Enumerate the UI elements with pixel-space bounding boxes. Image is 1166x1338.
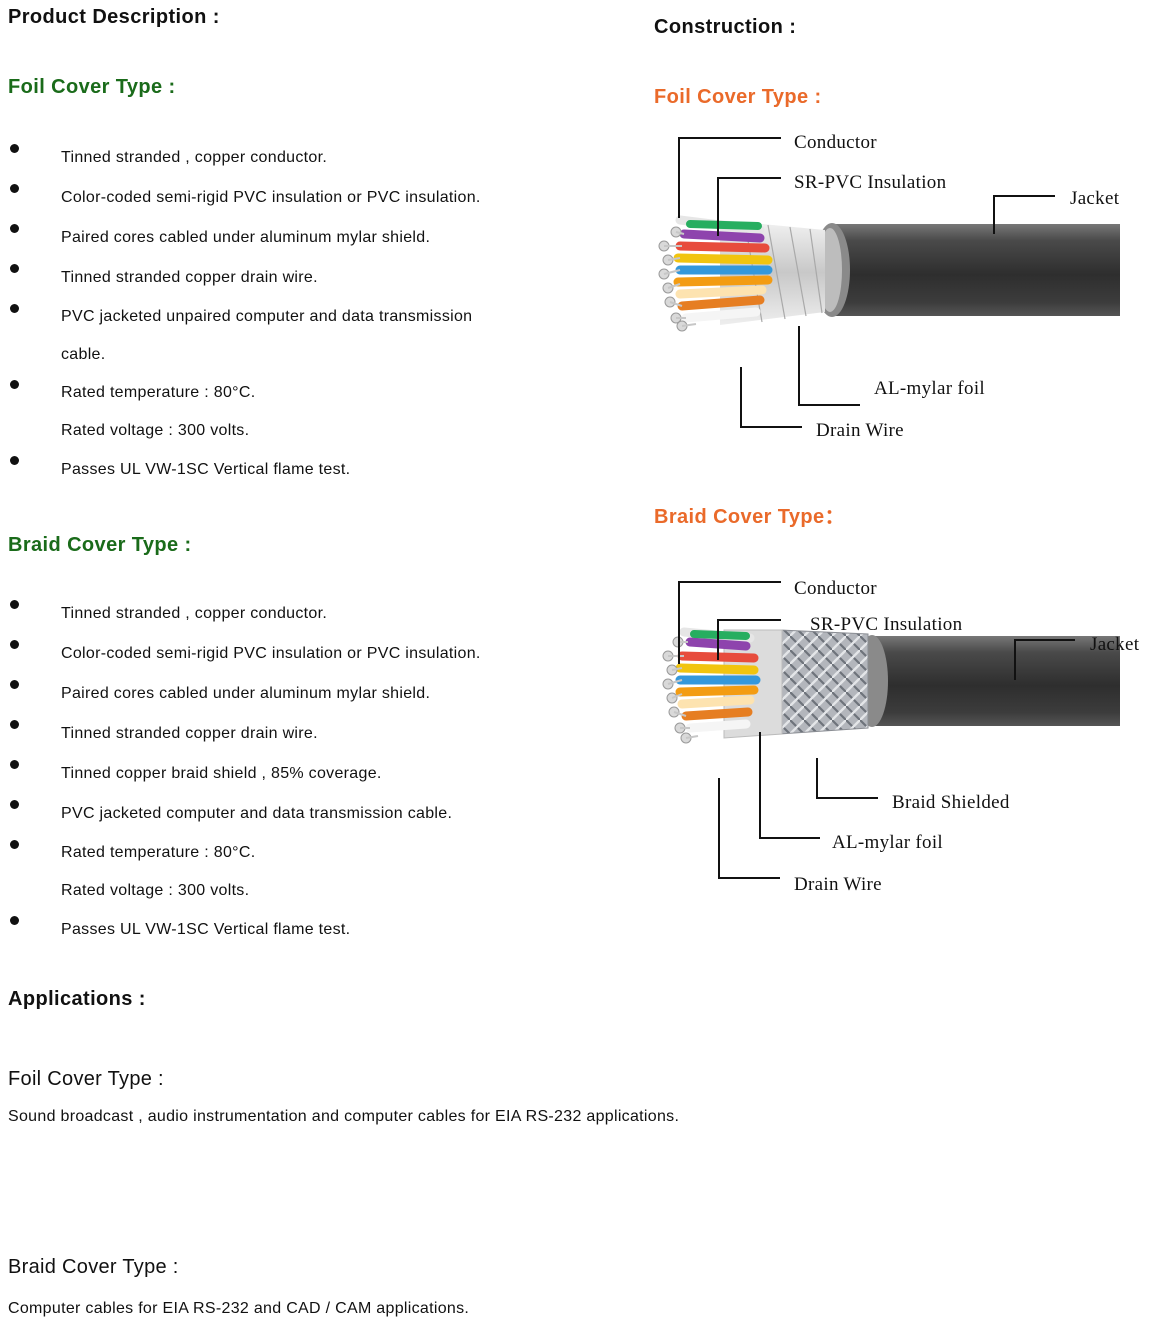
spec-list-item: PVC jacketed unpaired computer and data … <box>0 298 620 374</box>
spec-item-text: Rated temperature : 80°C. <box>61 384 256 401</box>
spec-item-text: Color-coded semi-rigid PVC insulation or… <box>61 189 481 206</box>
spec-list-item: Passes UL VW-1SC Vertical flame test. <box>0 450 620 490</box>
foil-label-al-mylar: AL-mylar foil <box>874 378 986 399</box>
spec-list-item: Rated temperature : 80°C. Rated voltage :… <box>0 374 620 450</box>
spec-item-text: cable. <box>61 346 106 363</box>
braid-cable-diagram: Conductor SR-PVC Insulation Jacket Braid… <box>650 566 1150 906</box>
construction-foil-heading: Foil Cover Type : <box>654 86 822 108</box>
spec-item-text: Rated voltage : 300 volts. <box>61 882 250 899</box>
braid-cable-illustration <box>662 581 1120 879</box>
bullet-icon <box>10 640 19 649</box>
bullet-icon <box>10 224 19 233</box>
braid-spec-list: Tinned stranded , copper conductor. Color… <box>0 594 620 950</box>
spec-list-item: PVC jacketed computer and data transmiss… <box>0 794 620 834</box>
construction-braid-heading: Braid Cover Type： <box>654 506 845 528</box>
spec-item-text: Color-coded semi-rigid PVC insulation or… <box>61 645 481 662</box>
bullet-icon <box>10 800 19 809</box>
jacket-body-braid <box>870 636 1120 726</box>
spec-item-text: PVC jacketed computer and data transmiss… <box>61 805 453 822</box>
spec-list-item: Color-coded semi-rigid PVC insulation or… <box>0 634 620 674</box>
spec-list-item: Paired cores cabled under aluminum mylar… <box>0 674 620 714</box>
spec-list-item: Tinned stranded copper drain wire. <box>0 714 620 754</box>
spec-list-item: Tinned copper braid shield , 85% coverag… <box>0 754 620 794</box>
product-description-heading: Product Description : <box>8 6 220 28</box>
foil-label-drain-wire: Drain Wire <box>816 420 904 441</box>
spec-list-item: Passes UL VW-1SC Vertical flame test. <box>0 910 620 950</box>
bullet-icon <box>10 680 19 689</box>
braid-label-drain-wire: Drain Wire <box>794 874 882 895</box>
bullet-icon <box>10 184 19 193</box>
foil-cable-diagram: Conductor SR-PVC Insulation Jacket AL-my… <box>650 120 1150 460</box>
strand-lines <box>663 231 697 327</box>
applications-heading: Applications : <box>8 988 146 1010</box>
spec-list-item: Rated temperature : 80°C. Rated voltage :… <box>0 834 620 910</box>
spec-item-text: PVC jacketed unpaired computer and data … <box>61 308 473 325</box>
spec-item-text: Passes UL VW-1SC Vertical flame test. <box>61 921 351 938</box>
applications-foil-text: Sound broadcast , audio instrumentation … <box>8 1108 680 1125</box>
foil-spec-list: Tinned stranded , copper conductor. Color… <box>0 138 620 490</box>
spec-item-text: Tinned stranded copper drain wire. <box>61 269 318 286</box>
bullet-icon <box>10 380 19 389</box>
bullet-icon <box>10 916 19 925</box>
spec-item-text: Paired cores cabled under aluminum mylar… <box>61 685 431 702</box>
spec-item-text: Tinned stranded , copper conductor. <box>61 149 328 166</box>
spec-item-text: Tinned copper braid shield , 85% coverag… <box>61 765 382 782</box>
applications-braid-heading: Braid Cover Type : <box>8 1256 179 1278</box>
foil-label-conductor: Conductor <box>794 132 877 153</box>
spec-list-item: Color-coded semi-rigid PVC insulation or… <box>0 178 620 218</box>
braid-label-insulation: SR-PVC Insulation <box>810 614 963 635</box>
spec-item-text: Tinned stranded , copper conductor. <box>61 605 328 622</box>
bullet-icon <box>10 304 19 313</box>
spec-item-text: Rated voltage : 300 volts. <box>61 422 250 439</box>
applications-braid-text: Computer cables for EIA RS-232 and CAD /… <box>8 1300 470 1317</box>
spec-list-item: Paired cores cabled under aluminum mylar… <box>0 218 620 258</box>
construction-heading: Construction : <box>654 16 797 38</box>
bullet-icon <box>10 840 19 849</box>
braid-shield <box>779 629 869 735</box>
braid-cover-type-heading: Braid Cover Type : <box>8 534 192 556</box>
bullet-icon <box>10 760 19 769</box>
jacket-body <box>830 224 1120 316</box>
foil-label-insulation: SR-PVC Insulation <box>794 172 947 193</box>
bullet-icon <box>10 600 19 609</box>
foil-cable-illustration <box>658 137 1120 428</box>
braid-label-al-mylar: AL-mylar foil <box>832 832 944 853</box>
spec-list-item: Tinned stranded copper drain wire. <box>0 258 620 298</box>
spec-item-text: Tinned stranded copper drain wire. <box>61 725 318 742</box>
bullet-icon <box>10 264 19 273</box>
spec-item-text: Rated temperature : 80°C. <box>61 844 256 861</box>
bullet-icon <box>10 456 19 465</box>
applications-foil-heading: Foil Cover Type : <box>8 1068 164 1090</box>
braid-leader-lines <box>678 581 1075 879</box>
foil-label-jacket: Jacket <box>1070 188 1120 209</box>
braid-label-conductor: Conductor <box>794 578 877 599</box>
conductor-bundle <box>673 215 773 323</box>
braid-label-braid-shielded: Braid Shielded <box>892 792 1010 813</box>
spec-item-text: Passes UL VW-1SC Vertical flame test. <box>61 461 351 478</box>
spec-item-text: Paired cores cabled under aluminum mylar… <box>61 229 431 246</box>
foil-leader-lines <box>678 137 1055 428</box>
braid-label-jacket: Jacket <box>1090 634 1140 655</box>
spec-list-item: Tinned stranded , copper conductor. <box>0 138 620 178</box>
bullet-icon <box>10 144 19 153</box>
bullet-icon <box>10 720 19 729</box>
spec-list-item: Tinned stranded , copper conductor. <box>0 594 620 634</box>
foil-cover-type-heading: Foil Cover Type : <box>8 76 176 98</box>
